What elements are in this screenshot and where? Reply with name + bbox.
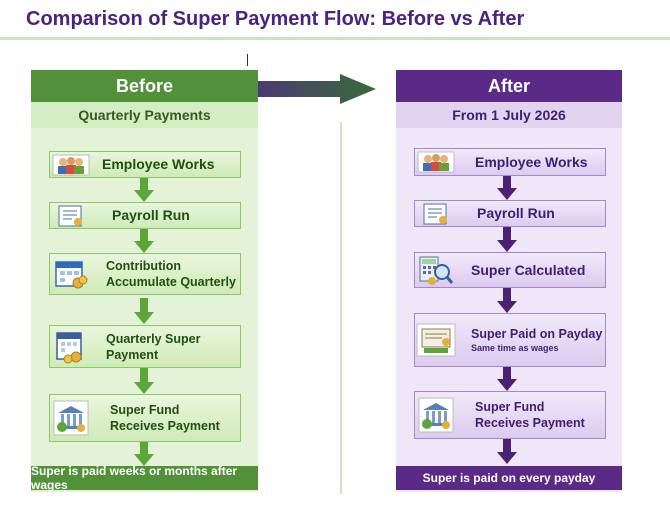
after-step-employee-works: Employee Works	[414, 148, 606, 176]
after-flow-arrow	[497, 439, 517, 464]
step-title: Super Paid on Payday	[471, 327, 603, 341]
calendar-coins-icon	[50, 254, 92, 294]
step-sublabel: Same time as wages	[471, 343, 559, 353]
after-step-payroll-run: Payroll Run	[414, 200, 606, 227]
after-step-super-paid-on-payday: Super Paid on Payday Same time as wages	[414, 313, 606, 367]
step-label: Payroll Run	[112, 207, 190, 223]
before-step-quarterly-super-payment: Quarterly Super Payment	[49, 325, 241, 368]
bank-icon	[415, 392, 457, 438]
before-flow-arrow	[134, 298, 154, 324]
calculator-magnifier-icon	[415, 253, 457, 287]
after-flow-arrow	[497, 288, 517, 313]
after-flow-arrow	[497, 227, 517, 252]
step-label: Super Paid on Payday Same time as wages	[457, 326, 602, 354]
before-step-payroll-run: Payroll Run	[49, 202, 241, 229]
page-title: Comparison of Super Payment Flow: Before…	[26, 8, 525, 30]
step-label: Employee Works	[102, 156, 215, 172]
before-header: Before	[31, 70, 258, 102]
after-flow-arrow	[497, 176, 517, 200]
after-header: After	[396, 70, 622, 102]
before-flow-arrow	[134, 368, 154, 394]
after-footer: Super is paid on every payday	[396, 466, 622, 490]
payroll-document-icon	[415, 201, 457, 226]
after-step-super-calculated: Super Calculated	[414, 252, 606, 288]
team-icon	[415, 149, 457, 175]
after-step-super-fund-receives: Super Fund Receives Payment	[414, 391, 606, 439]
calendar-coins-icon	[50, 326, 92, 367]
column-divider	[340, 122, 342, 494]
before-flow-arrow	[134, 229, 154, 253]
step-label: Super Fund Receives Payment	[475, 400, 585, 430]
before-step-super-fund-receives: Super Fund Receives Payment	[49, 394, 241, 442]
before-step-employee-works: Employee Works	[49, 151, 241, 178]
payroll-document-icon	[50, 203, 92, 228]
before-subheader: Quarterly Payments	[31, 102, 258, 128]
after-flow-arrow	[497, 367, 517, 391]
before-to-after-arrow	[258, 74, 376, 104]
step-label: Employee Works	[475, 153, 588, 170]
before-footer: Super is paid weeks or months after wage…	[31, 464, 258, 492]
before-flow-arrow	[134, 178, 154, 202]
step-label: Contribution Accumulate Quarterly	[106, 259, 236, 289]
title-divider	[0, 37, 670, 40]
bank-icon	[50, 395, 92, 441]
after-subheader: From 1 July 2026	[396, 102, 622, 128]
step-label: Super Calculated	[471, 261, 586, 278]
before-flow-arrow	[134, 442, 154, 466]
step-label: Super Fund Receives Payment	[110, 403, 220, 433]
step-label: Payroll Run	[477, 205, 555, 221]
step-label: Quarterly Super Payment	[106, 331, 201, 362]
payday-receipt-icon	[415, 314, 457, 366]
before-step-contribution-accumulate: Contribution Accumulate Quarterly	[49, 253, 241, 295]
team-icon	[50, 152, 92, 177]
text-cursor	[247, 54, 248, 66]
